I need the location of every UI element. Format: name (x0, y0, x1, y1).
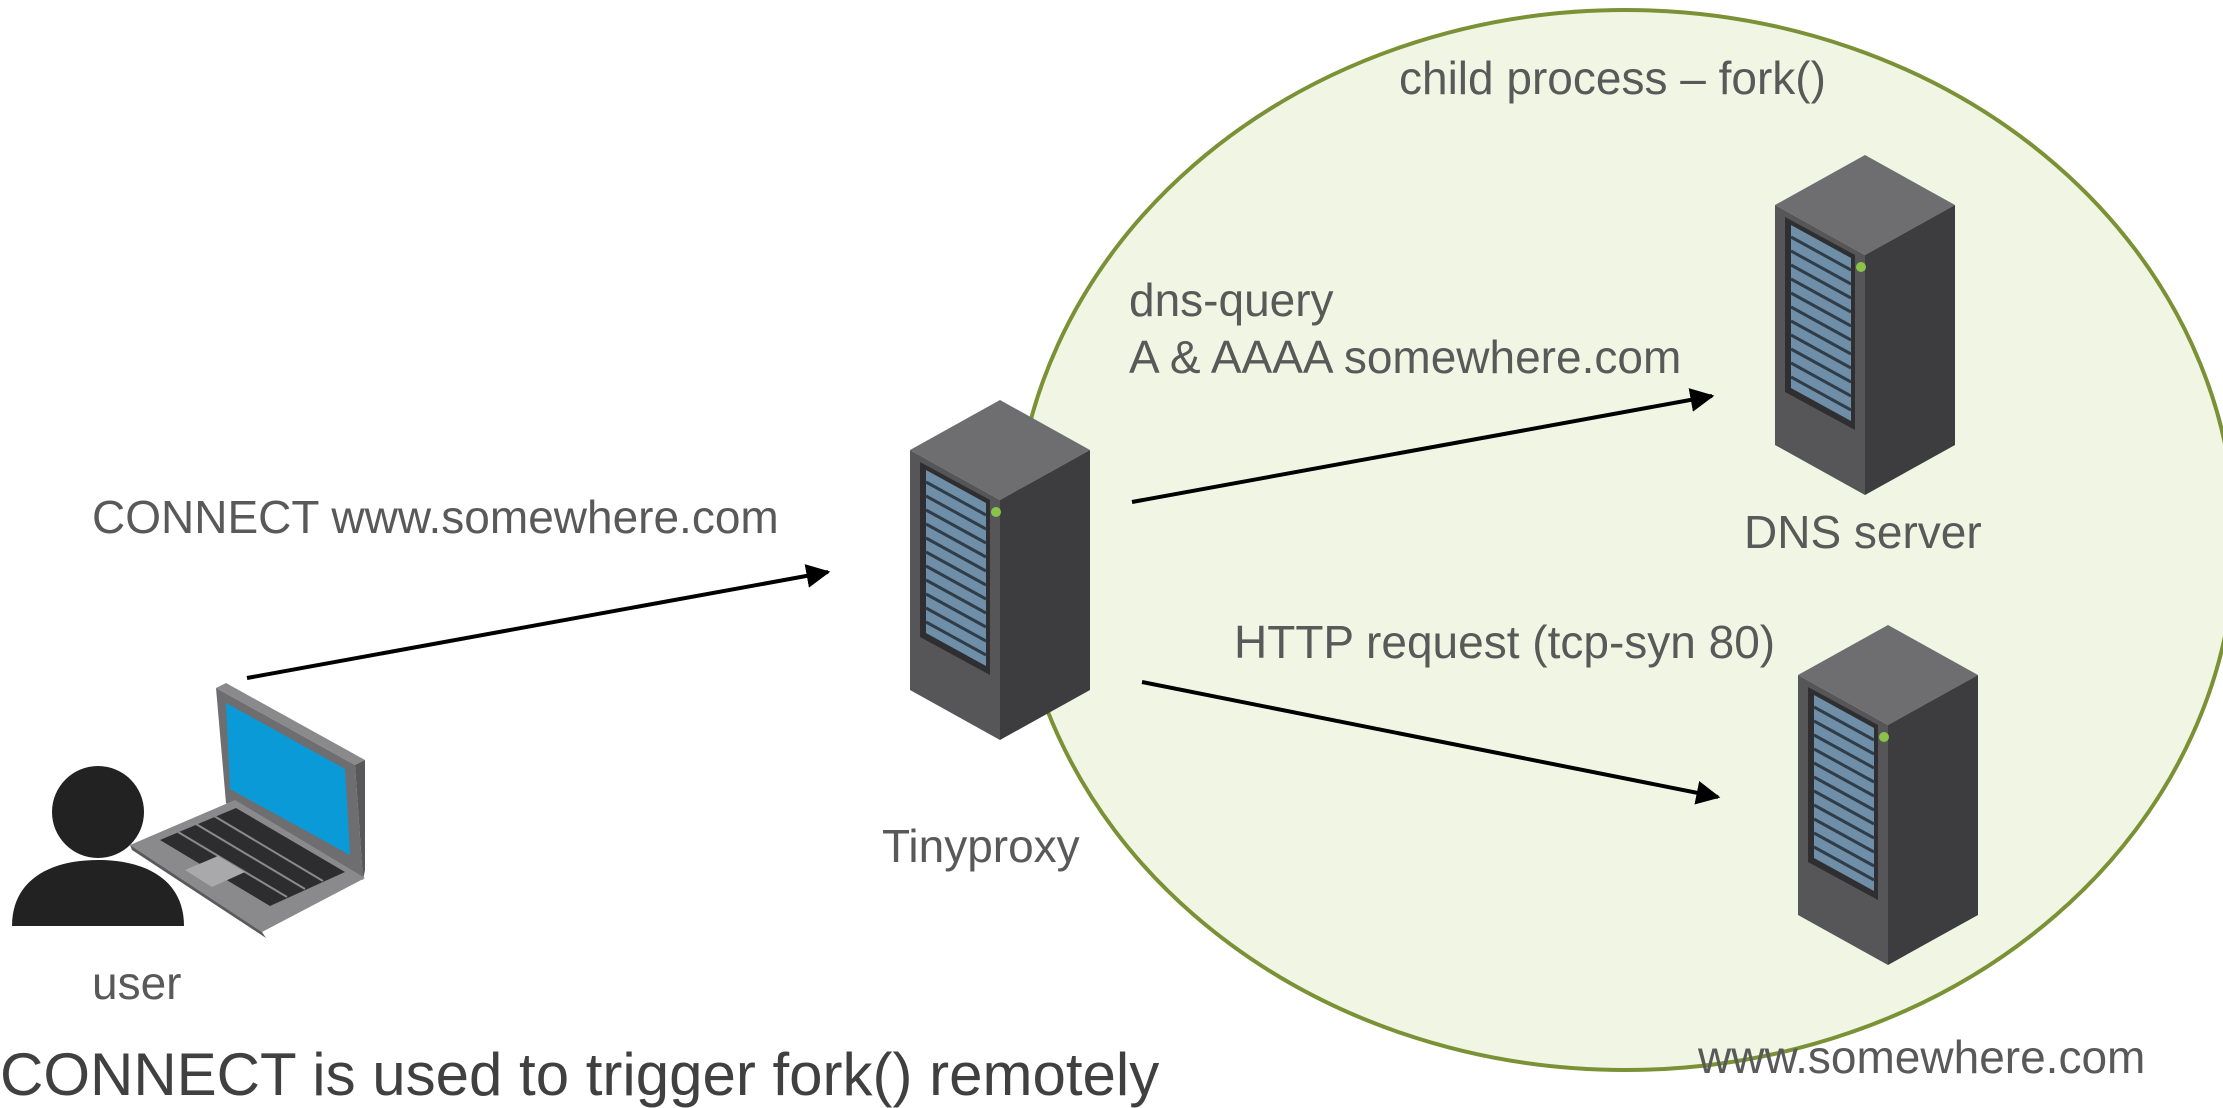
diagram-canvas (12, 8, 2223, 1072)
page-caption: CONNECT is used to trigger fork() remote… (0, 1041, 1160, 1108)
laptop-icon (130, 683, 365, 938)
tinyproxy-server-icon (908, 398, 1092, 742)
dns-server-label: DNS server (1744, 506, 1982, 558)
user-icon (12, 766, 184, 926)
child-process-label: child process – fork() (1399, 52, 1826, 104)
dns-query-label-line1: dns-query (1129, 274, 1334, 326)
dns-server-icon (1773, 153, 1957, 497)
user-label: user (92, 957, 182, 1009)
http-request-label: HTTP request (tcp-syn 80) (1234, 616, 1776, 668)
web-server-icon (1796, 623, 1980, 967)
web-server-label: www.somewhere.com (1698, 1031, 2146, 1083)
tinyproxy-label: Tinyproxy (882, 820, 1080, 872)
http-request-arrow (1141, 680, 1721, 805)
dns-query-arrow (1131, 388, 1715, 504)
connect-label: CONNECT www.somewhere.com (92, 491, 779, 543)
connect-arrow (246, 564, 831, 680)
dns-query-label-line2: A & AAAA somewhere.com (1129, 331, 1682, 383)
child-process-region (1013, 8, 2223, 1072)
